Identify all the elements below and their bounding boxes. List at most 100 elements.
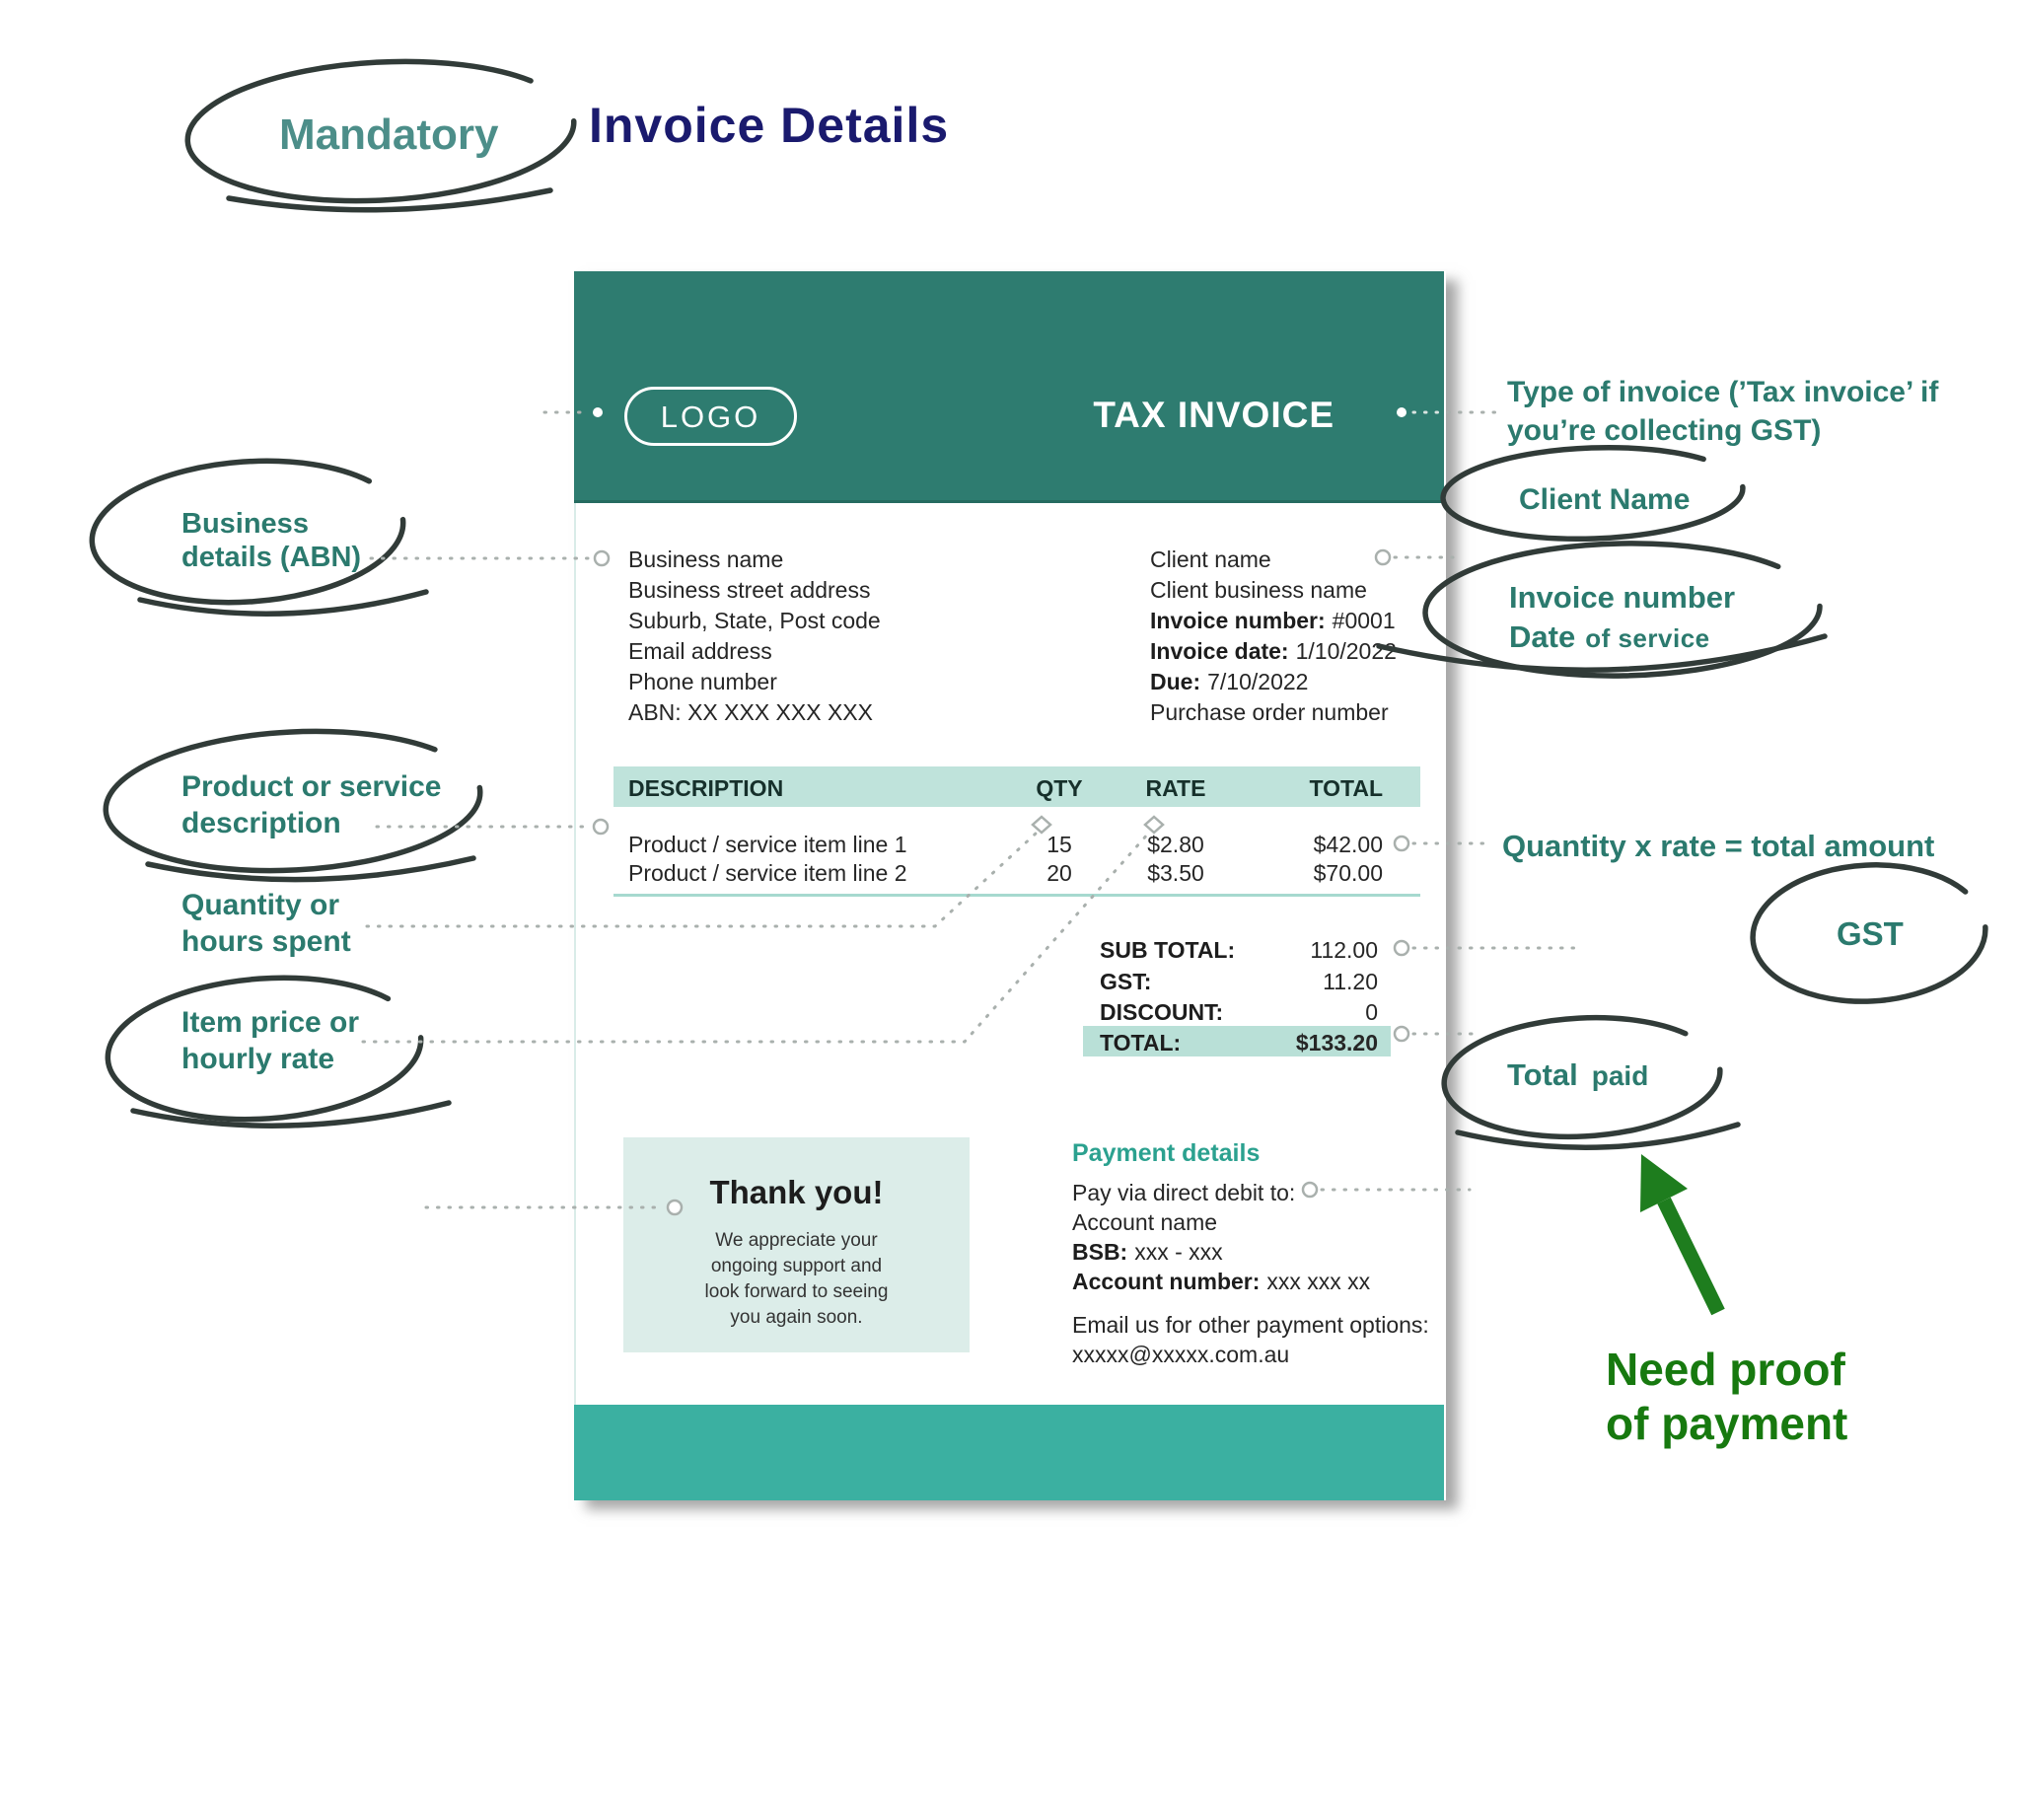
annotation-date-suffix: of service — [1585, 623, 1710, 653]
business-underline-sketch — [137, 589, 429, 617]
payment-account-name-line: Account name — [1072, 1209, 1218, 1235]
col-header-qty: QTY — [1036, 775, 1083, 801]
annotation-line: hourly rate — [181, 1043, 335, 1075]
annotation-line: details (ABN) — [181, 542, 362, 573]
business-email-line: Email address — [628, 638, 772, 664]
table-row-1-total: $42.00 — [1313, 832, 1383, 857]
annotation-line: Quantity or — [181, 889, 340, 921]
invoice-date-value: 1/10/2022 — [1295, 638, 1397, 664]
payment-account-number-line: Account number:xxx xxx xx — [1072, 1269, 1370, 1295]
discount-value: 0 — [1365, 999, 1378, 1025]
invoice-footer-band — [574, 1405, 1444, 1500]
due-date-value: 7/10/2022 — [1207, 669, 1309, 694]
payment-direct-debit-line: Pay via direct debit to: — [1072, 1180, 1296, 1205]
col-header-total: TOTAL — [1309, 775, 1383, 801]
col-header-description: DESCRIPTION — [628, 775, 784, 801]
business-abn-line: ABN: XX XXX XXX XXX — [628, 699, 873, 725]
invoice-date-label: Invoice date: — [1150, 638, 1289, 664]
annotation-product-description: Product or service description — [181, 768, 441, 841]
table-row-2-description: Product / service item line 2 — [628, 860, 907, 886]
client-details-block: Client name Client business name Invoice… — [1150, 545, 1397, 728]
proof-arrow-shaft — [1657, 1197, 1725, 1316]
annotation-invoice-number-date: Invoice number Date of service — [1509, 578, 1735, 658]
business-details-block: Business name Business street address Su… — [628, 545, 881, 728]
gst-label: GST: — [1100, 969, 1152, 994]
client-name-line: Client name — [1150, 546, 1271, 572]
business-name-line: Business name — [628, 546, 784, 572]
annotation-date-word: Date — [1509, 619, 1576, 654]
annotation-paid-word: paid — [1591, 1060, 1649, 1091]
payment-bsb-line: BSB:xxx - xxx — [1072, 1239, 1223, 1266]
discount-label: DISCOUNT: — [1100, 999, 1224, 1025]
annotation-line: Item price or — [181, 1006, 360, 1039]
subtotal-label: SUB TOTAL: — [1100, 937, 1236, 963]
annotation-line: Date of service — [1509, 618, 1735, 658]
invoice-number-label: Invoice number: — [1150, 608, 1326, 633]
logo-placeholder: LOGO — [624, 387, 797, 446]
proof-arrow-head — [1640, 1154, 1688, 1212]
annotation-quantity: Quantity or hours spent — [181, 887, 351, 960]
total-paid-underline-sketch — [1455, 1122, 1741, 1150]
business-street-line: Business street address — [628, 577, 871, 603]
thank-you-box — [623, 1137, 970, 1352]
annotation-line: Need proof — [1606, 1344, 1845, 1395]
mandatory-label: Mandatory — [279, 110, 499, 159]
annotation-line: of payment — [1606, 1398, 1848, 1449]
annotation-client-name: Client Name — [1519, 483, 1691, 516]
annotation-line: hours spent — [181, 925, 351, 958]
col-header-rate: RATE — [1145, 775, 1206, 801]
annotation-need-proof: Need proof of payment — [1606, 1343, 1847, 1451]
thank-you-line: ongoing support and — [710, 1256, 883, 1276]
table-row-1-description: Product / service item line 1 — [628, 832, 907, 857]
client-business-line: Client business name — [1150, 577, 1367, 603]
product-underline-sketch — [145, 855, 476, 883]
annotation-qty-rate-total: Quantity x rate = total amount — [1502, 829, 1935, 863]
annotation-invoice-type: Type of invoice (’Tax invoice’ if you’re… — [1507, 373, 1938, 450]
payment-email-prompt-line: Email us for other payment options: — [1072, 1312, 1429, 1338]
bsb-value: xxx - xxx — [1134, 1239, 1223, 1265]
page-title: Invoice Details — [589, 98, 950, 153]
price-underline-sketch — [130, 1100, 452, 1128]
due-date-label: Due: — [1150, 669, 1201, 694]
table-bottom-rule — [613, 894, 1420, 897]
subtotal-value: 112.00 — [1310, 937, 1378, 963]
total-value: $133.20 — [1295, 1030, 1378, 1056]
annotation-line: Type of invoice (’Tax invoice’ if — [1507, 376, 1939, 408]
table-row-2-qty: 20 — [1046, 860, 1072, 886]
thank-you-line: you again soon. — [730, 1307, 863, 1328]
mandatory-underline-sketch — [226, 187, 553, 213]
business-suburb-line: Suburb, State, Post code — [628, 608, 881, 633]
due-date-line: Due:7/10/2022 — [1150, 667, 1397, 697]
annotation-gst: GST — [1837, 915, 1904, 952]
annotation-line: Invoice number — [1509, 580, 1736, 615]
table-row-1-qty: 15 — [1046, 832, 1072, 857]
gst-value: 11.20 — [1323, 969, 1378, 994]
annotation-business-details: Business details (ABN) — [181, 507, 361, 574]
thank-you-line: look forward to seeing — [704, 1281, 889, 1302]
annotation-item-price: Item price or hourly rate — [181, 1004, 359, 1077]
thank-you-message: We appreciate your ongoing support and l… — [623, 1228, 970, 1331]
account-number-value: xxx xxx xx — [1266, 1269, 1371, 1294]
table-row-1-rate: $2.80 — [1147, 832, 1204, 857]
table-header-band — [613, 766, 1420, 807]
invoice-number-value: #0001 — [1332, 608, 1396, 633]
table-row-2-rate: $3.50 — [1147, 860, 1204, 886]
bsb-label: BSB: — [1072, 1239, 1128, 1265]
thank-you-title: Thank you! — [709, 1174, 884, 1210]
payment-email-address: xxxxx@xxxxx.com.au — [1072, 1342, 1290, 1367]
annotation-line: Business — [181, 508, 309, 540]
total-label: TOTAL: — [1100, 1030, 1182, 1056]
thank-you-line: We appreciate your — [715, 1230, 878, 1251]
account-number-label: Account number: — [1072, 1269, 1261, 1294]
purchase-order-line: Purchase order number — [1150, 699, 1389, 725]
annotation-line: description — [181, 807, 341, 839]
business-phone-line: Phone number — [628, 669, 777, 694]
annotation-line: you’re collecting GST) — [1507, 414, 1822, 447]
payment-details-heading: Payment details — [1072, 1139, 1261, 1167]
table-row-2-total: $70.00 — [1313, 860, 1383, 886]
invoice-doc-type: TAX INVOICE — [1093, 395, 1335, 435]
invoice-date-line: Invoice date:1/10/2022 — [1150, 636, 1397, 667]
invoice-number-line: Invoice number:#0001 — [1150, 606, 1397, 636]
